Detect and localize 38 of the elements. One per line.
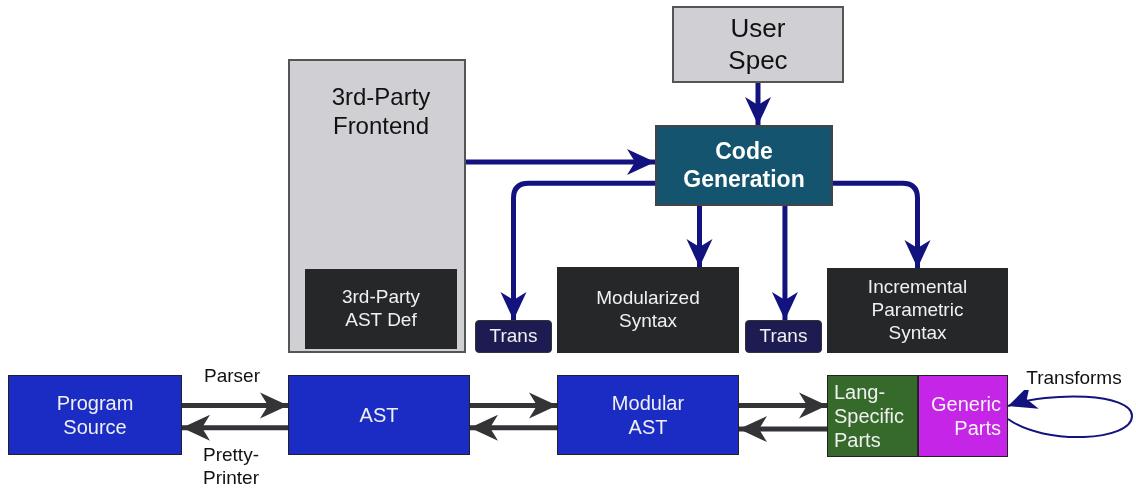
arrow [182, 392, 288, 419]
transform-tag [475, 320, 552, 353]
arrow [771, 206, 798, 320]
arrow [500, 180, 655, 320]
arrow [686, 206, 713, 267]
node-label: User Spec [727, 13, 789, 76]
arrow [182, 414, 288, 441]
node-label: Trans [489, 325, 538, 348]
node-label: Program Source [55, 391, 135, 439]
node-label: 3rd-Party AST Def [340, 286, 422, 332]
arrow [745, 83, 771, 125]
syntax-box [557, 267, 739, 353]
data-box [557, 375, 739, 455]
data-box [8, 375, 182, 455]
part-box [827, 375, 918, 457]
node-label: Modular AST [610, 391, 686, 439]
node-label: Modularized Syntax [595, 287, 701, 333]
arrow [470, 414, 557, 441]
input-box [672, 6, 844, 83]
node-label: AST [359, 403, 399, 427]
arrow [833, 180, 931, 268]
transform-tag [745, 320, 822, 353]
part-box [918, 375, 1008, 457]
arrow [466, 148, 655, 175]
process-box [655, 125, 833, 206]
arrow [739, 392, 827, 419]
panel-heading: 3rd-Party Frontend [330, 83, 432, 141]
node-label: Generic Parts [929, 392, 1001, 440]
syntax-box [305, 269, 457, 349]
arrow [739, 416, 827, 443]
node-label: Code Generation [682, 137, 806, 194]
node-label: Incremental Parametric Syntax [866, 276, 969, 345]
syntax-box [827, 268, 1008, 353]
node-label: Trans [759, 325, 808, 348]
node-label: Lang-Specific Parts [834, 380, 906, 452]
arrow [470, 392, 557, 419]
data-box [288, 375, 470, 455]
frontend-panel [288, 59, 466, 353]
